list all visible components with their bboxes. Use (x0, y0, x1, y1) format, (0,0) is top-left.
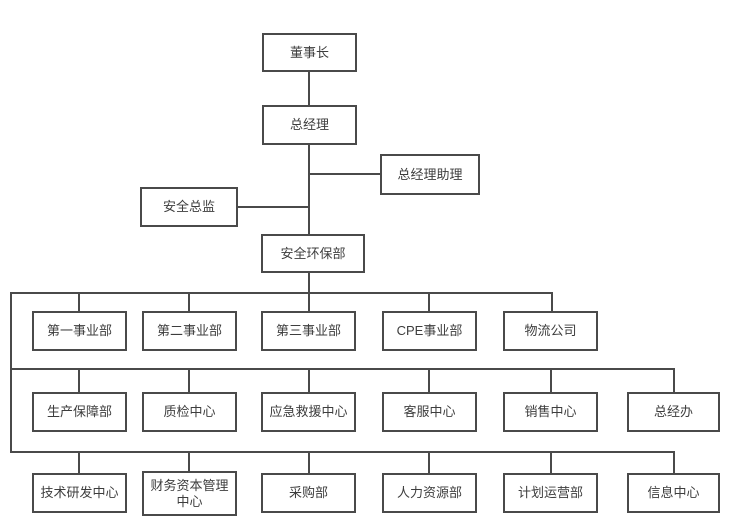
org-node-division-1: 第一事业部 (32, 311, 127, 351)
connector-rail3-planning (550, 451, 552, 473)
connector-rail-2 (10, 368, 675, 370)
org-node-label: 生产保障部 (46, 404, 112, 420)
org-node-label: 总经办 (653, 404, 693, 420)
org-node-label: 物流公司 (524, 323, 577, 339)
org-node-label: 第三事业部 (275, 323, 341, 339)
org-node-general-manager: 总经理 (262, 105, 357, 145)
org-node-label: CPE事业部 (396, 323, 463, 339)
connector-rail2-production (78, 368, 80, 392)
org-node-label: 销售中心 (524, 404, 577, 420)
org-node-logistics-company: 物流公司 (503, 311, 598, 351)
org-node-planning-ops-dept: 计划运营部 (503, 473, 598, 513)
org-node-hr-dept: 人力资源部 (382, 473, 477, 513)
org-node-safety-env-dept: 安全环保部 (261, 234, 365, 273)
org-node-label: 第二事业部 (156, 323, 222, 339)
org-node-label: 信息中心 (647, 485, 700, 501)
connector-rail2-gm-office (673, 368, 675, 392)
org-node-label: 安全总监 (162, 199, 215, 215)
org-node-gm-assistant: 总经理助理 (380, 154, 480, 195)
org-node-quality-center: 质检中心 (142, 392, 237, 432)
org-node-label: 采购部 (288, 485, 328, 501)
org-node-label: 总经理 (289, 117, 329, 133)
org-node-division-3: 第三事业部 (261, 311, 356, 351)
org-node-chairman: 董事长 (262, 33, 357, 72)
connector-branch-gm-assistant (309, 173, 380, 175)
connector-rail3-info (673, 451, 675, 473)
connector-rail2-customer (428, 368, 430, 392)
connector-rail1-div1 (78, 292, 80, 311)
org-node-label: 财务资本管理中心 (150, 478, 229, 509)
connector-rail2-emergency (308, 368, 310, 392)
org-node-label: 技术研发中心 (40, 485, 119, 501)
org-node-label: 计划运营部 (517, 485, 583, 501)
connector-rail2-quality (188, 368, 190, 392)
org-node-label: 总经理助理 (397, 166, 463, 182)
connector-rail3-purchasing (308, 451, 310, 473)
org-node-label: 质检中心 (163, 404, 216, 420)
connector-rail-3 (10, 451, 675, 453)
org-node-customer-service: 客服中心 (382, 392, 477, 432)
org-node-label: 安全环保部 (280, 245, 346, 261)
org-node-tech-rd-center: 技术研发中心 (32, 473, 127, 513)
connector-gm-to-safety-env (308, 145, 310, 234)
org-node-finance-capital-center: 财务资本管理中心 (142, 471, 237, 516)
connector-chairman-to-gm (308, 72, 310, 105)
connector-rail1-div2 (188, 292, 190, 311)
connector-rail-1 (10, 292, 553, 294)
org-node-label: 客服中心 (403, 404, 456, 420)
org-node-emergency-rescue: 应急救援中心 (261, 392, 356, 432)
connector-branch-safety-director (238, 206, 309, 208)
connector-rail1-logistics (551, 292, 553, 311)
org-node-safety-director: 安全总监 (140, 187, 238, 227)
connector-rail1-cpe (428, 292, 430, 311)
org-node-info-center: 信息中心 (627, 473, 720, 513)
org-node-purchasing-dept: 采购部 (261, 473, 356, 513)
connector-rail2-sales (550, 368, 552, 392)
org-node-label: 人力资源部 (396, 485, 462, 501)
connector-rail3-tech-rd (78, 451, 80, 473)
connector-rail3-hr (428, 451, 430, 473)
org-node-label: 第一事业部 (46, 323, 112, 339)
org-node-cpe-division: CPE事业部 (382, 311, 477, 351)
org-node-label: 董事长 (289, 44, 329, 60)
org-node-division-2: 第二事业部 (142, 311, 237, 351)
org-node-production-support: 生产保障部 (32, 392, 127, 432)
connector-left-spine (10, 292, 12, 453)
connector-rail3-finance (188, 451, 190, 473)
org-node-sales-center: 销售中心 (503, 392, 598, 432)
org-node-gm-office: 总经办 (627, 392, 720, 432)
org-node-label: 应急救援中心 (269, 404, 348, 420)
